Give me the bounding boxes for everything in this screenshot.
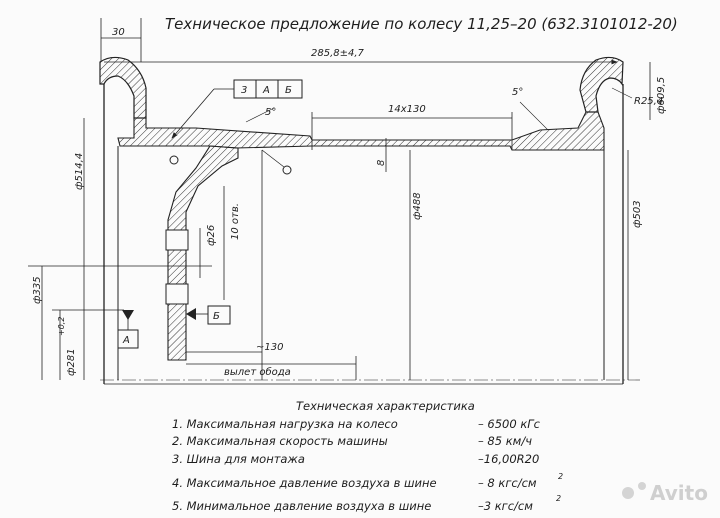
leader: [261, 149, 285, 168]
spec-3-value: –16,00R20: [478, 452, 539, 466]
datum-a-box: [117, 329, 139, 349]
dim-488: ф488: [412, 192, 423, 220]
rim-base: [117, 111, 605, 151]
marker-circle: [169, 155, 179, 165]
wheel-disc: [167, 145, 239, 361]
spec-4-sup: 2: [558, 472, 563, 481]
spec-1-value: – 6500 кГс: [478, 417, 541, 431]
dim-30: 30: [112, 27, 125, 38]
datum-a: А: [122, 335, 130, 346]
tol-frame-2: А: [262, 85, 270, 96]
spec-5-label: 5. Минимальное давление воздуха в шине: [172, 499, 431, 513]
angle-leader: [519, 101, 549, 131]
dim-14x130: 14x130: [388, 104, 426, 115]
dim-130: ~130: [256, 342, 283, 353]
spec-2-label: 2. Максимальная скорость машины: [172, 434, 388, 448]
dim-285: 285,8±4,7: [311, 48, 365, 59]
datum-b-triangle: [186, 308, 196, 320]
spec-5-value: –3 кгс/см: [478, 499, 533, 513]
spec-4-value: – 8 кгс/см: [478, 476, 537, 490]
spec-4-label: 4. Максимальное давление воздуха в шине: [172, 476, 437, 490]
offset-label: вылет обода: [224, 366, 291, 378]
holes-count: 10 отв.: [230, 203, 241, 240]
tol-frame-1: 3: [241, 85, 247, 96]
angle-5-right: 5°: [512, 87, 523, 98]
right-flange: [579, 56, 624, 113]
angle-leader: [245, 107, 275, 123]
left-flange: [99, 56, 147, 119]
tol-frame-3: Б: [285, 85, 292, 96]
spec-1-label: 1. Максимальная нагрузка на колесо: [172, 417, 398, 431]
dim-r25: R25,4: [634, 96, 663, 107]
marker-circle: [282, 165, 292, 175]
leader: [171, 88, 215, 139]
center-hole-edge: [165, 283, 189, 305]
spec-5-sup: 2: [556, 494, 561, 503]
dim-609: ф609,5: [656, 77, 667, 114]
datum-a-triangle: [122, 310, 134, 320]
watermark-dot: [622, 487, 634, 499]
dim-281-tol: +0,2: [57, 317, 66, 336]
datum-b-box: [207, 305, 231, 325]
dim-281: ф281: [66, 348, 77, 376]
datum-b: Б: [213, 311, 220, 322]
dim-514: ф514,4: [74, 153, 85, 190]
dim-335: ф335: [32, 276, 43, 304]
dim-26: ф26: [206, 225, 217, 246]
spec-3-label: 3. Шина для монтажа: [172, 452, 305, 466]
spec-2-value: – 85 км/ч: [478, 434, 532, 448]
watermark: Avito: [650, 481, 708, 505]
spec-heading: Техническая характеристика: [296, 399, 475, 413]
dim-8: 8: [376, 160, 387, 166]
angle-5-left: 5°: [265, 107, 276, 118]
bolt-hole: [165, 229, 189, 251]
watermark-dot: [638, 482, 646, 490]
radius-leader: [611, 87, 633, 99]
dim-503: ф503: [632, 200, 643, 228]
drawing-title: Техническое предложение по колесу 11,25–…: [165, 15, 678, 33]
